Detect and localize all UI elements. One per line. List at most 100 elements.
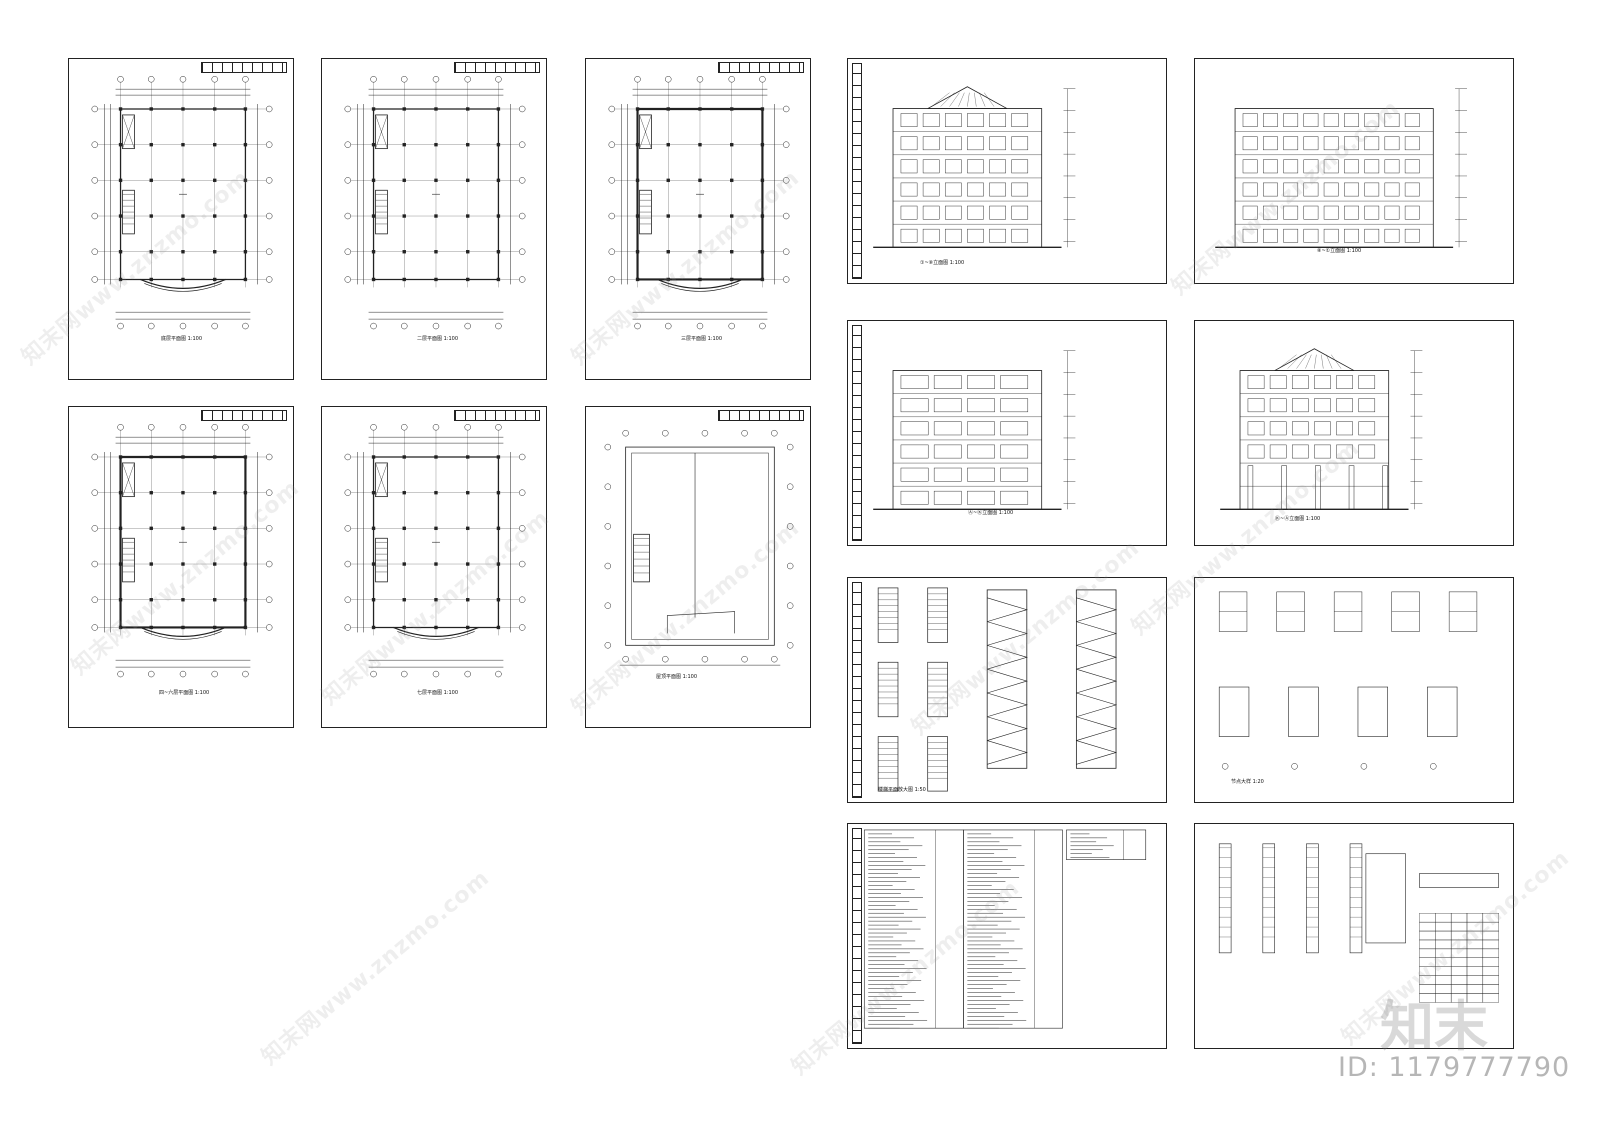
grid-bubble — [265, 276, 273, 283]
grid-bubble — [771, 429, 778, 437]
sheet-elevation-side: Ⓐ~Ⓚ立面图 1:100 — [847, 320, 1167, 546]
column — [243, 562, 248, 566]
grid-bubble — [344, 212, 351, 220]
column — [434, 277, 438, 282]
grid-bubble — [211, 76, 218, 83]
window — [967, 398, 995, 413]
window — [922, 228, 940, 243]
stair-plan — [877, 587, 899, 643]
column — [402, 455, 406, 459]
column — [730, 250, 734, 254]
window — [1291, 421, 1309, 436]
column — [181, 490, 185, 495]
window — [1404, 136, 1420, 151]
window — [1344, 136, 1359, 151]
grid-bubble — [91, 105, 98, 113]
stair-flight — [1076, 597, 1118, 622]
window — [1291, 444, 1309, 459]
notes-table — [963, 829, 1063, 1029]
parapet — [631, 452, 769, 640]
column — [496, 625, 501, 630]
sheet-caption: Ⓐ~Ⓚ立面图 1:100 — [968, 510, 1014, 516]
schedule-cell — [1482, 948, 1499, 958]
column — [635, 250, 640, 254]
detail-section — [1427, 686, 1458, 737]
detail-section — [1448, 591, 1478, 632]
grid-bubble — [518, 105, 526, 113]
window — [1283, 228, 1299, 243]
column — [760, 142, 765, 147]
column — [635, 107, 640, 111]
window — [1323, 159, 1339, 174]
column — [243, 178, 248, 183]
column — [434, 250, 438, 254]
window — [900, 375, 929, 389]
grid-bubble — [370, 670, 377, 678]
column — [466, 277, 470, 282]
window — [944, 228, 962, 243]
window — [933, 421, 962, 436]
grid-bubble — [604, 483, 612, 490]
grid-bubble — [786, 443, 794, 451]
column — [496, 214, 501, 218]
grid-bubble — [91, 560, 98, 568]
window — [1242, 182, 1258, 197]
window — [900, 136, 918, 151]
column — [730, 277, 734, 282]
column — [118, 625, 123, 630]
column — [243, 107, 248, 111]
pediment-hatch — [967, 92, 970, 107]
notes-table — [863, 829, 1147, 1029]
column — [730, 107, 734, 111]
column — [760, 277, 765, 282]
window — [1283, 205, 1299, 220]
grid-bubble — [148, 670, 155, 678]
grid-bubble — [518, 248, 526, 255]
sheet-plan-roof: 屋顶平面图 1:100 — [585, 406, 811, 728]
stair-flight — [1076, 740, 1118, 765]
window — [1242, 136, 1258, 151]
grid-bubble — [148, 322, 155, 330]
column — [698, 142, 702, 147]
grid-bubble — [91, 141, 98, 148]
column — [371, 250, 376, 254]
grid-bubble — [265, 453, 273, 461]
column — [402, 107, 406, 111]
window — [967, 228, 984, 243]
image-id-label: ID: 1179777790 — [1338, 1052, 1571, 1083]
grid-bubble — [91, 624, 98, 631]
column — [213, 490, 217, 495]
window — [933, 398, 962, 413]
sheet-caption: Ⓚ~Ⓐ立面图 1:100 — [1275, 516, 1321, 522]
window — [1263, 182, 1278, 197]
column — [149, 277, 153, 282]
column — [496, 107, 501, 111]
detail-callout — [1360, 763, 1368, 770]
grid-bubble — [344, 596, 351, 603]
grid-bubble — [782, 177, 790, 184]
window — [1011, 182, 1029, 197]
column — [149, 625, 153, 630]
schedule-cell — [1419, 913, 1436, 923]
pediment-hatch — [1278, 354, 1297, 369]
column — [496, 562, 501, 566]
plan-drawing — [344, 76, 526, 330]
grid-bubble — [604, 602, 612, 609]
column — [118, 598, 123, 602]
grid-bubble — [401, 670, 408, 678]
window — [1314, 444, 1331, 459]
sheet-caption: 楼梯平面放大图 1:50 — [878, 787, 926, 793]
grid-bubble — [786, 602, 794, 609]
window — [922, 136, 940, 151]
column — [118, 277, 123, 282]
window — [922, 159, 940, 174]
stair-drawing — [877, 587, 1118, 792]
grid-bubble — [344, 560, 351, 568]
grid-bubble — [604, 642, 612, 649]
stair-plan — [877, 661, 899, 718]
grid-bubble — [344, 489, 351, 496]
window — [1283, 113, 1299, 127]
column-detail — [1349, 843, 1363, 954]
sheet-plan-third: 三层平面图 1:100 — [585, 58, 811, 380]
plan-drawing — [344, 424, 526, 678]
